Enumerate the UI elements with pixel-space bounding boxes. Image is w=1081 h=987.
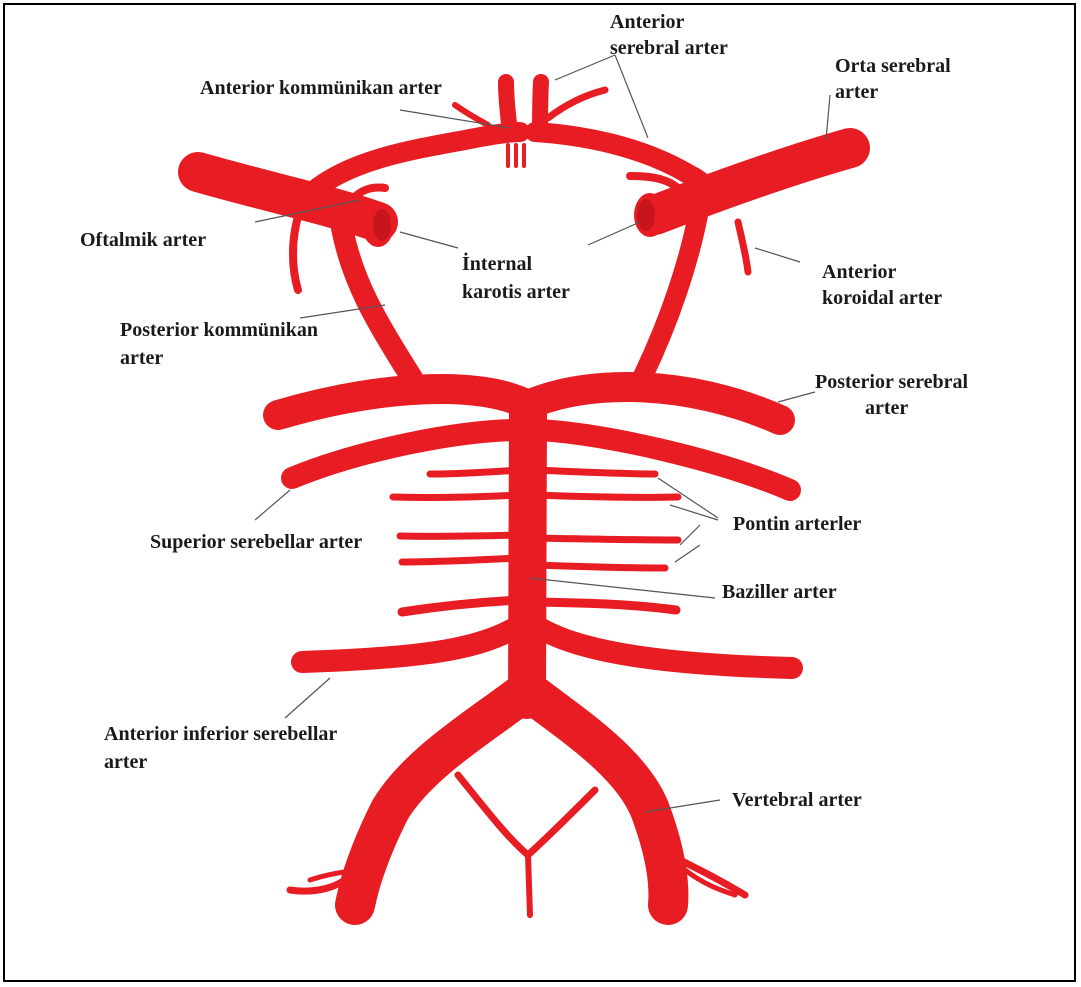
vertebral-artery-left xyxy=(355,690,527,905)
label-oftalmik: Oftalmik arter xyxy=(80,229,206,251)
posterior-communicating-left xyxy=(342,228,412,378)
ophthalmic-artery xyxy=(293,210,300,290)
label-baziller: Baziller arter xyxy=(722,581,837,603)
label-posterior-kommunikan-line2: arter xyxy=(120,347,163,369)
label-anterior-inferior-serebellar-line1: Anterior inferior serebellar xyxy=(104,723,337,745)
posterior-cerebral-right xyxy=(528,387,780,420)
anterior-choroidal-artery xyxy=(738,222,748,272)
anterior-cerebral-right xyxy=(535,132,708,190)
anterior-cerebral-left xyxy=(312,132,520,192)
label-posterior-serebral-line1: Posterior serebral xyxy=(815,371,969,393)
label-anterior-inferior-serebellar-line2: arter xyxy=(104,751,147,773)
label-internal-karotis-line1: İnternal xyxy=(462,251,532,275)
posterior-cerebral-left xyxy=(278,389,528,415)
label-anterior-koroidal-line1: Anterior xyxy=(822,261,897,283)
anterior-communicating-artery xyxy=(508,145,524,166)
label-pontin-arterler: Pontin arterler xyxy=(733,513,861,535)
label-superior-serebellar: Superior serebellar arter xyxy=(150,531,362,553)
label-posterior-serebral-line2: arter xyxy=(865,397,908,419)
label-orta-serebral-line1: Orta serebral xyxy=(835,55,951,77)
aica-right xyxy=(535,625,792,668)
label-anterior-serebral-line1: Anterior xyxy=(610,11,685,33)
vertebral-artery-right xyxy=(527,690,668,905)
label-posterior-kommunikan-line1: Posterior kommünikan xyxy=(120,319,318,341)
label-vertebral: Vertebral arter xyxy=(732,789,862,811)
label-anterior-kommunikan: Anterior kommünikan arter xyxy=(200,77,442,99)
label-anterior-serebral-line2: serebral arter xyxy=(610,37,728,59)
label-internal-karotis-line2: karotis arter xyxy=(462,281,570,303)
aica-left xyxy=(302,625,520,662)
label-anterior-koroidal-line2: koroidal arter xyxy=(822,287,942,309)
label-orta-serebral-line2: arter xyxy=(835,81,878,103)
basilar-artery xyxy=(527,410,528,700)
anterior-spinal-artery xyxy=(458,775,595,855)
